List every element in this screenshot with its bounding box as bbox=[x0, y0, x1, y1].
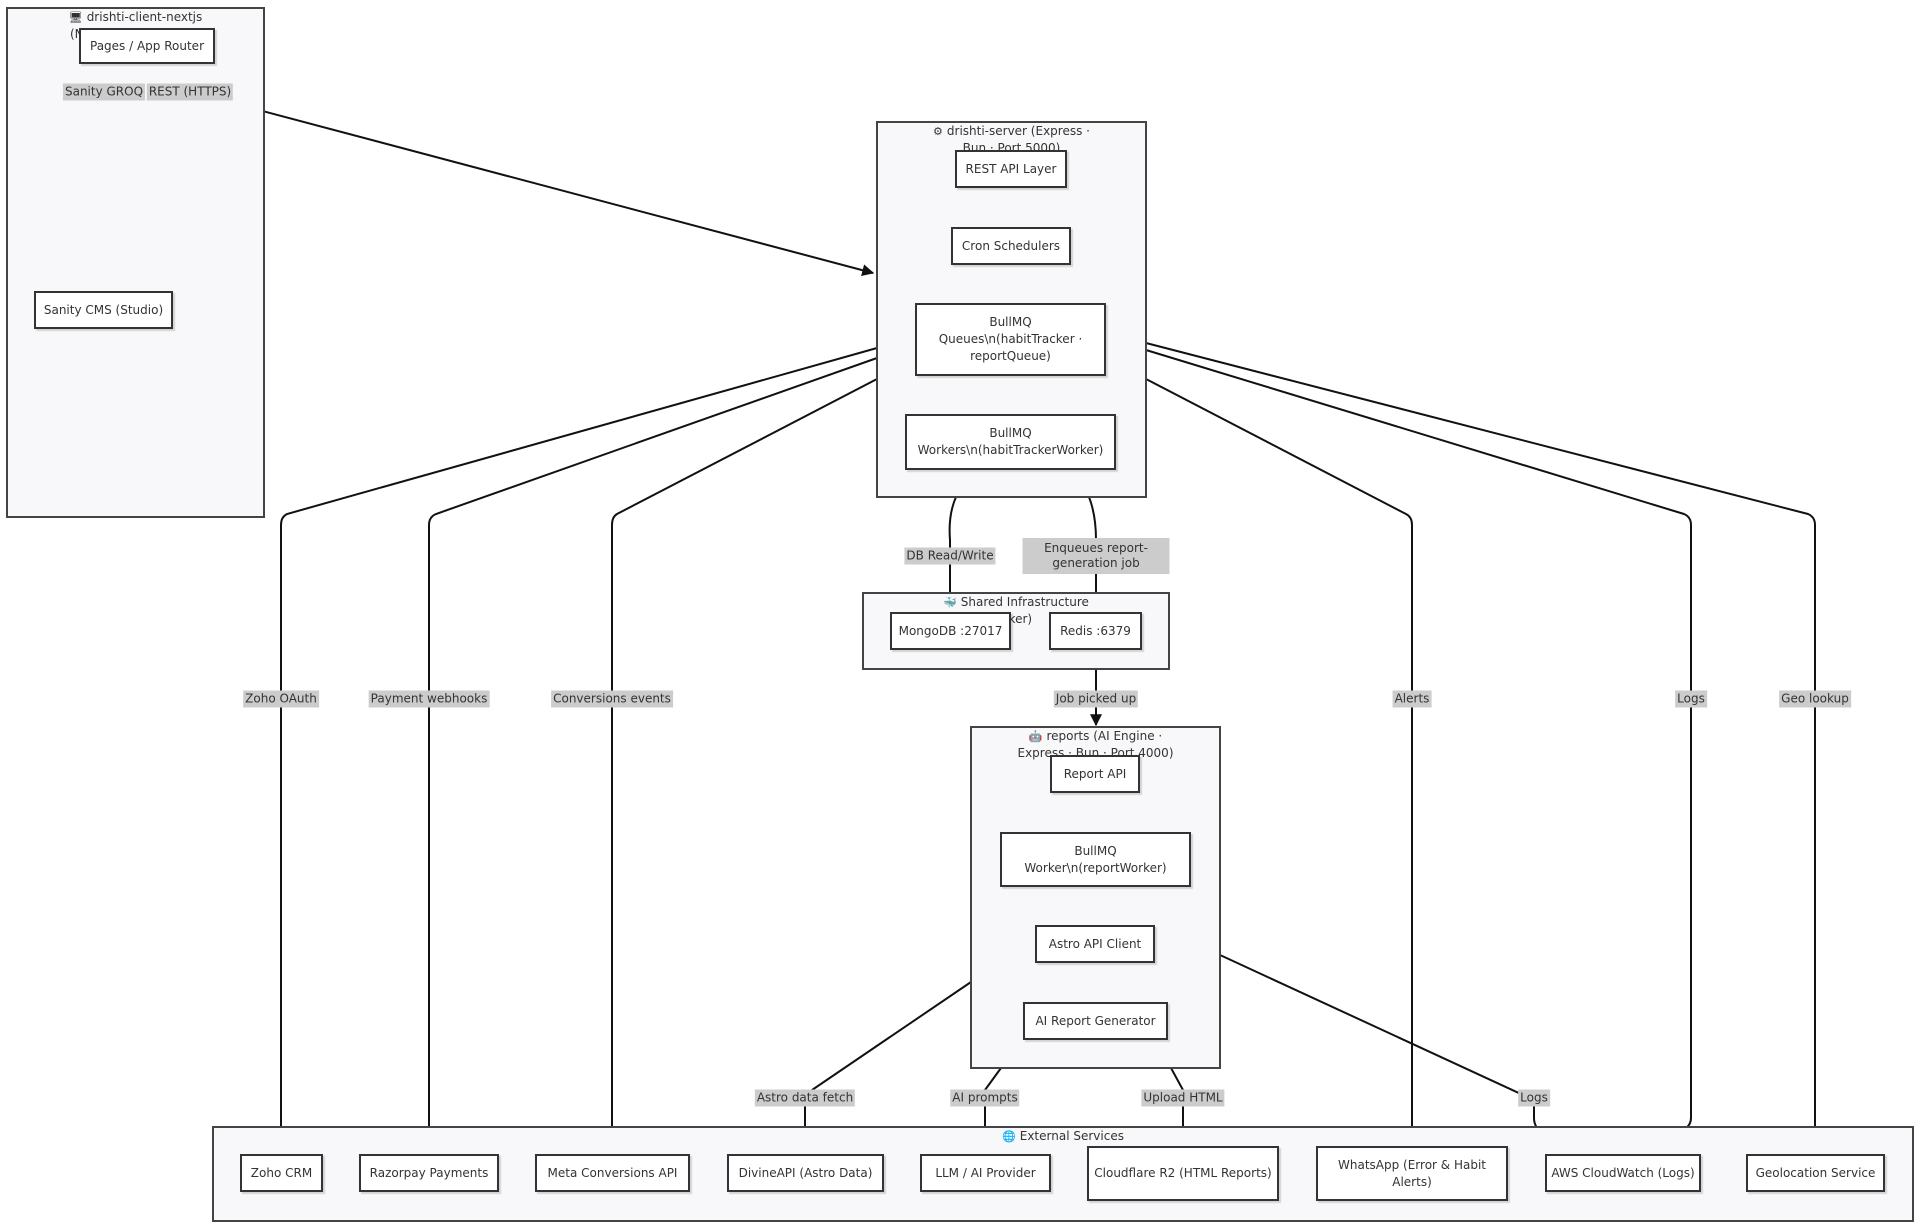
node-cron[interactable]: Cron Schedulers bbox=[951, 227, 1071, 265]
globe-icon: 🌐 bbox=[1002, 1130, 1016, 1143]
edge-logs-server bbox=[1145, 349, 1692, 1153]
node-whatsapp[interactable]: WhatsApp (Error & Habit Alerts) bbox=[1316, 1146, 1508, 1201]
edge-label-astro-fetch: Astro data fetch bbox=[754, 1089, 856, 1107]
node-razorpay[interactable]: Razorpay Payments bbox=[359, 1154, 499, 1192]
edge-label-logs-reports: Logs bbox=[1518, 1089, 1550, 1107]
node-bullmq-report-worker[interactable]: BullMQ Worker\n(reportWorker) bbox=[1000, 832, 1191, 887]
edge-label-conversions: Conversions events bbox=[551, 690, 673, 708]
edge-label-logs-server: Logs bbox=[1675, 690, 1707, 708]
node-zoho[interactable]: Zoho CRM bbox=[240, 1154, 323, 1192]
cluster-reports-title: reports (AI Engine · Express · Bun · Por… bbox=[1017, 729, 1174, 760]
edge-alerts bbox=[1145, 378, 1418, 1145]
node-pages-router[interactable]: Pages / App Router bbox=[79, 28, 215, 64]
cluster-infra: 🐳Shared Infrastructure cker) bbox=[862, 592, 1170, 670]
edge-geo-lookup bbox=[1145, 342, 1821, 1154]
node-mongodb[interactable]: MongoDB :27017 bbox=[890, 612, 1011, 650]
node-cloudflare[interactable]: Cloudflare R2 (HTML Reports) bbox=[1087, 1146, 1279, 1201]
gear-icon: ⚙ bbox=[933, 125, 943, 138]
node-redis[interactable]: Redis :6379 bbox=[1049, 612, 1142, 650]
edge-label-enqueue: Enqueues report-generation job bbox=[1022, 538, 1170, 574]
edge-zoho-oauth bbox=[275, 347, 878, 1154]
edge-label-sanity-groq: Sanity GROQ bbox=[62, 83, 146, 101]
node-astro-client[interactable]: Astro API Client bbox=[1035, 925, 1155, 963]
node-divine[interactable]: DivineAPI (Astro Data) bbox=[727, 1154, 884, 1192]
robot-icon: 🤖 bbox=[1028, 730, 1043, 743]
container-icon: 🐳 bbox=[943, 596, 957, 609]
edge-label-upload-html: Upload HTML bbox=[1141, 1089, 1225, 1107]
edge-label-db-rw: DB Read/Write bbox=[904, 547, 996, 565]
edge-label-ai-prompts: AI prompts bbox=[950, 1089, 1020, 1107]
edge-label-payment-webhooks: Payment webhooks bbox=[368, 690, 490, 708]
edge-logs-reports bbox=[1219, 954, 1589, 1156]
edge-conversions bbox=[606, 378, 878, 1154]
node-report-api[interactable]: Report API bbox=[1050, 755, 1140, 793]
node-geo[interactable]: Geolocation Service bbox=[1746, 1154, 1885, 1192]
node-llm[interactable]: LLM / AI Provider bbox=[920, 1154, 1051, 1192]
edge-db-rw bbox=[944, 496, 957, 611]
cluster-infra-title: Shared Infrastructure bbox=[960, 595, 1089, 609]
node-ai-report-gen[interactable]: AI Report Generator bbox=[1023, 1002, 1168, 1040]
node-bullmq-queues[interactable]: BullMQ Queues\n(habitTracker · reportQue… bbox=[915, 303, 1106, 376]
node-sanity-cms[interactable]: Sanity CMS (Studio) bbox=[34, 291, 173, 329]
node-cloudwatch[interactable]: AWS CloudWatch (Logs) bbox=[1545, 1154, 1701, 1192]
edge-label-job-picked: Job picked up bbox=[1053, 690, 1139, 708]
cluster-client-title: drishti-client-nextjs bbox=[86, 10, 203, 24]
cluster-external-title: External Services bbox=[1019, 1129, 1124, 1143]
edge-payment-webhooks bbox=[423, 357, 878, 1154]
edge-label-geo-lookup: Geo lookup bbox=[1779, 690, 1851, 708]
node-rest-api[interactable]: REST API Layer bbox=[955, 150, 1067, 188]
node-meta[interactable]: Meta Conversions API bbox=[535, 1154, 690, 1192]
edge-label-rest-https: REST (HTTPS) bbox=[146, 83, 234, 101]
monitor-icon: 🖥 bbox=[68, 11, 83, 24]
node-bullmq-workers[interactable]: BullMQ Workers\n(habitTrackerWorker) bbox=[905, 414, 1116, 470]
edge-label-alerts: Alerts bbox=[1392, 690, 1432, 708]
edge-rest-https bbox=[163, 62, 875, 277]
edge-label-zoho-oauth: Zoho OAuth bbox=[243, 690, 319, 708]
